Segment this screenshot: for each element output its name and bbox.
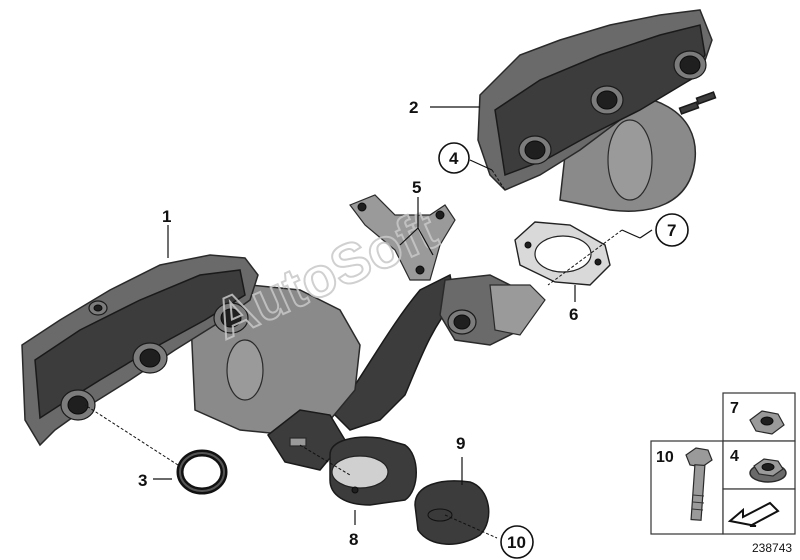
- legend-label-7: 7: [730, 400, 739, 417]
- manifold-front-part-1: [21, 254, 361, 447]
- bolt-icon: [685, 447, 713, 521]
- callout-2: 2: [409, 98, 418, 117]
- callout-1: 1: [162, 207, 171, 226]
- callout-6: 6: [569, 305, 578, 324]
- callout-labels: 1 2 3 4 5 6 7 8 9 10: [138, 98, 689, 559]
- small-parts-legend: 7 10 4 238743: [650, 392, 796, 555]
- arrow-direction-icon: [727, 501, 780, 527]
- leader-lines: [84, 106, 653, 539]
- callout-10: 10: [507, 533, 526, 552]
- bracket-part-5: [349, 194, 456, 281]
- legend-label-4: 4: [730, 448, 739, 465]
- callout-8: 8: [349, 530, 358, 549]
- callout-10-circle: [500, 525, 534, 559]
- legend-box-arrow: [722, 488, 796, 535]
- callout-7-circle: [655, 213, 689, 247]
- rubber-mount-part-9: [414, 480, 490, 545]
- hex-nut-icon: [749, 410, 785, 435]
- downpipe: [328, 273, 546, 431]
- callout-4-circle: [438, 142, 470, 174]
- reference-number: 238743: [752, 541, 792, 555]
- callout-3: 3: [138, 471, 147, 490]
- callout-5: 5: [412, 178, 421, 197]
- gasket-part-6: [514, 221, 611, 286]
- callout-4: 4: [449, 149, 459, 168]
- manifold-rear-part-2: [477, 9, 717, 212]
- rubber-mount-part-8: [329, 436, 417, 506]
- callout-9: 9: [456, 434, 465, 453]
- legend-label-10: 10: [656, 449, 674, 466]
- seal-ring-part-3: [176, 449, 228, 495]
- callout-7: 7: [667, 221, 676, 240]
- flange-nut-icon: [749, 458, 787, 483]
